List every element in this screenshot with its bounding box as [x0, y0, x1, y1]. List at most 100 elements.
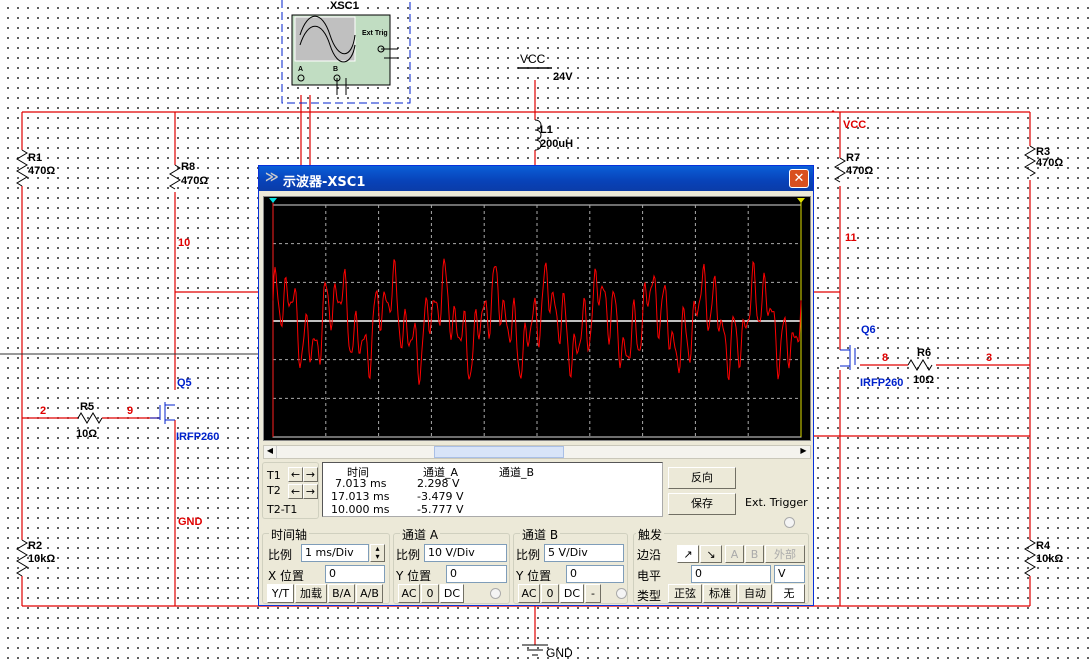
- net-10: 10: [178, 237, 191, 249]
- r5-ref: R5: [80, 401, 95, 413]
- channel-b-title: 通道 B: [520, 526, 561, 543]
- falling-edge-button[interactable]: ↘: [700, 545, 722, 563]
- net-8: 8: [882, 352, 889, 364]
- rising-edge-button[interactable]: ↗: [677, 545, 699, 563]
- channel-a-terminal[interactable]: [490, 588, 501, 599]
- x-position-input[interactable]: 0: [325, 565, 385, 583]
- channel-a-title: 通道 A: [400, 526, 441, 543]
- r4-ref: R4: [1036, 540, 1051, 552]
- channel-a-group: 通道 A 比例 10 V/Div Y 位置 0 AC 0 DC: [393, 526, 510, 604]
- trigger-level-input[interactable]: 0: [691, 565, 771, 583]
- gnd-label: GND: [546, 646, 573, 660]
- r2-ref: R2: [28, 540, 43, 552]
- timebase-spinner[interactable]: ▴▾: [370, 544, 385, 562]
- diff-ch-a: -5.777 V: [417, 503, 464, 516]
- channel-a-zero-button[interactable]: 0: [421, 584, 439, 603]
- header-time: 时间: [347, 466, 369, 479]
- channel-b-dc-button[interactable]: DC: [560, 584, 584, 603]
- scroll-left-icon[interactable]: ◀: [264, 446, 277, 458]
- cursor-t1-marker: [269, 198, 277, 203]
- r8-value: 470Ω: [181, 175, 209, 187]
- r3-value: 470Ω: [1036, 157, 1064, 169]
- r1-ref: R1: [28, 152, 43, 164]
- trigger-auto-button[interactable]: 自动: [738, 584, 772, 603]
- l1-ref: L1: [540, 124, 553, 136]
- q5-value: IRFP260: [176, 431, 220, 443]
- gnd-net-label: GND: [178, 516, 203, 528]
- trigger-source-b[interactable]: B: [745, 545, 764, 563]
- r7-ref: R7: [846, 152, 861, 164]
- title-bar[interactable]: ≫ 示波器-XSC1: [259, 166, 813, 191]
- app-icon: ≫: [265, 170, 279, 185]
- channel-b-zero-button[interactable]: 0: [541, 584, 559, 603]
- trigger-normal-button[interactable]: 标准: [703, 584, 737, 603]
- channel-a-ypos-label: Y 位置: [396, 569, 432, 583]
- ch-b-label: B: [333, 66, 339, 73]
- t1-label: T1: [267, 469, 281, 482]
- t2-label: T2: [267, 484, 281, 497]
- t1-ch-a: 2.298 V: [417, 477, 460, 490]
- cursor-controls: T1 T2 T2-T1 ← → ← →: [262, 462, 319, 519]
- xsc1-selection: [281, 0, 411, 104]
- header-channel-a: 通道_A: [423, 466, 459, 479]
- r4-value: 10kΩ: [1036, 553, 1064, 565]
- scope-screen: [263, 196, 811, 441]
- t2-t1-label: T2-T1: [267, 503, 298, 516]
- mode-load-button[interactable]: 加载: [295, 584, 327, 603]
- channel-a-dc-button[interactable]: DC: [440, 584, 464, 603]
- header-channel-b: 通道_B: [499, 466, 535, 479]
- channel-b-ypos-input[interactable]: 0: [566, 565, 624, 583]
- channel-b-invert-button[interactable]: -: [585, 584, 601, 603]
- close-button[interactable]: ✕: [789, 169, 809, 188]
- probe-wires: [300, 95, 311, 165]
- trigger-type-label: 类型: [637, 589, 662, 603]
- t2-left-button[interactable]: ←: [288, 484, 303, 499]
- trigger-sine-button[interactable]: 正弦: [668, 584, 702, 603]
- trigger-group: 触发 边沿 ↗ ↘ A B 外部 电平 0 V 类型 正弦 标准 自动 无: [633, 526, 809, 604]
- t2-right-button[interactable]: →: [303, 484, 318, 499]
- t2-ch-a: -3.479 V: [417, 490, 464, 503]
- r2-value: 10kΩ: [28, 553, 56, 565]
- trigger-source-ext[interactable]: 外部: [765, 545, 805, 563]
- vcc-label: VCC: [520, 52, 546, 66]
- vcc-value: 24V: [553, 71, 573, 83]
- channel-a-ac-button[interactable]: AC: [398, 584, 420, 603]
- trigger-source-a[interactable]: A: [725, 545, 744, 563]
- trigger-level-unit[interactable]: V: [774, 565, 805, 583]
- t1-right-button[interactable]: →: [303, 467, 318, 482]
- r7-value: 470Ω: [846, 165, 874, 177]
- channel-a-scale-input[interactable]: 10 V/Div: [424, 544, 507, 562]
- channel-b-ac-button[interactable]: AC: [518, 584, 540, 603]
- ext-trig-label: Ext Trig: [362, 30, 388, 37]
- trigger-none-button[interactable]: 无: [773, 584, 805, 603]
- rail-wires: [22, 111, 1030, 607]
- timebase-scale-label: 比例: [268, 548, 293, 562]
- mode-ab-button[interactable]: A/B: [356, 584, 383, 603]
- reverse-button[interactable]: 反向: [668, 467, 736, 489]
- right-wires: [814, 291, 1030, 437]
- ext-trigger-label: Ext. Trigger: [745, 496, 808, 509]
- ext-trigger-terminal[interactable]: [784, 517, 795, 528]
- scroll-right-icon[interactable]: ▶: [800, 446, 807, 455]
- net-9: 9: [127, 405, 134, 417]
- horizontal-scrollbar[interactable]: ◀ ▶: [263, 445, 811, 459]
- save-button[interactable]: 保存: [668, 493, 736, 515]
- channel-b-terminal[interactable]: [616, 588, 627, 599]
- channel-b-scale-label: 比例: [516, 548, 541, 562]
- timebase-scale-input[interactable]: 1 ms/Div: [301, 544, 369, 562]
- channel-b-ypos-label: Y 位置: [516, 569, 552, 583]
- channel-a-ypos-input[interactable]: 0: [446, 565, 507, 583]
- diff-time: 10.000 ms: [331, 503, 390, 516]
- readout-panel: 时间 通道_A 通道_B 7.013 ms 2.298 V 17.013 ms …: [322, 462, 663, 517]
- t1-time: 7.013 ms: [335, 477, 387, 490]
- channel-b-scale-input[interactable]: 5 V/Div: [544, 544, 624, 562]
- mode-ba-button[interactable]: B/A: [328, 584, 355, 603]
- scroll-thumb[interactable]: [434, 446, 564, 458]
- t2-time: 17.013 ms: [331, 490, 390, 503]
- mode-yt-button[interactable]: Y/T: [267, 584, 294, 603]
- t1-left-button[interactable]: ←: [288, 467, 303, 482]
- window-title: 示波器-XSC1: [283, 175, 366, 190]
- trigger-edge-label: 边沿: [637, 548, 662, 562]
- q5-ref: Q5: [177, 377, 192, 389]
